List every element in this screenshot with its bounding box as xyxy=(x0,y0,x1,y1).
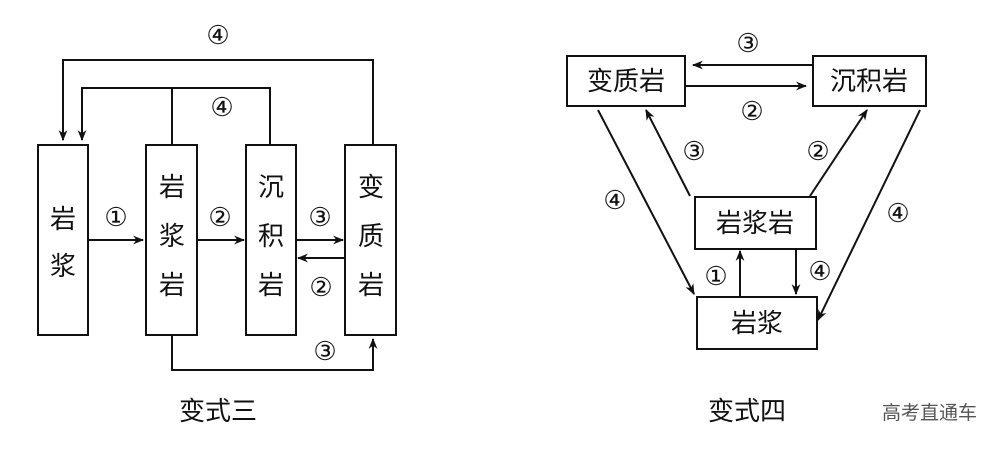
arrow-4-inner xyxy=(82,87,271,145)
diagram-3: 岩 浆 岩 浆 岩 沉 积 岩 变 质 岩 ④ ④ ① ② ③ ② ③ 变式三 xyxy=(37,21,397,427)
watermark: 高考直通车 xyxy=(881,402,977,424)
box-igneous xyxy=(145,144,198,336)
arrow-4-outer xyxy=(58,59,374,145)
caption-4: 变式四 xyxy=(708,397,786,427)
label-2: ② xyxy=(208,203,231,233)
label-3-bottom: ③ xyxy=(313,337,336,367)
igneous-char-1: 岩 xyxy=(159,173,185,203)
box-magma-4 xyxy=(696,296,818,350)
magma-char-1: 岩 xyxy=(50,205,76,235)
label-2-mid: ② xyxy=(740,97,763,127)
caption-3: 变式三 xyxy=(179,397,257,427)
metamorphic-char-3: 岩 xyxy=(358,271,384,301)
arrow-3-bottom xyxy=(171,335,378,371)
box-metamorphic xyxy=(344,144,397,336)
arrow-4-right xyxy=(817,109,921,321)
igneous-char-2: 浆 xyxy=(159,222,185,252)
box-igneous-4 xyxy=(694,196,817,250)
label-4-outer: ④ xyxy=(206,21,229,51)
sedimentary-label-4: 沉积岩 xyxy=(830,67,908,97)
label-1-up: ① xyxy=(704,262,727,292)
label-2-right: ② xyxy=(806,137,829,167)
igneous-label-4: 岩浆岩 xyxy=(716,209,794,239)
metamorphic-char-2: 质 xyxy=(358,222,384,252)
igneous-char-3: 岩 xyxy=(159,271,185,301)
sedimentary-char-2: 积 xyxy=(258,222,284,252)
label-3-top: ③ xyxy=(736,29,759,59)
box-sedimentary-4 xyxy=(812,55,927,107)
label-1: ① xyxy=(104,203,127,233)
sedimentary-char-3: 岩 xyxy=(258,271,284,301)
diagram-4: 变质岩 沉积岩 岩浆岩 岩浆 ③ ② ③ ② ④ ④ ① ④ 变式四 xyxy=(566,29,927,427)
box-sedimentary xyxy=(245,144,297,336)
label-4-down: ④ xyxy=(808,257,831,287)
label-4-inner: ④ xyxy=(210,93,233,123)
arrow-3-left xyxy=(645,109,691,197)
label-3-left: ③ xyxy=(682,137,705,167)
metamorphic-label-4: 变质岩 xyxy=(587,67,665,97)
label-4-left: ④ xyxy=(603,186,626,216)
label-3: ③ xyxy=(308,203,331,233)
magma-char-2: 浆 xyxy=(50,252,76,282)
box-magma xyxy=(37,144,89,336)
label-2-back: ② xyxy=(309,273,332,303)
label-4-right: ④ xyxy=(886,199,909,229)
metamorphic-char-1: 变 xyxy=(358,173,384,203)
arrow-2-right xyxy=(809,109,868,197)
box-metamorphic-4 xyxy=(566,55,686,107)
magma-label-4: 岩浆 xyxy=(731,309,783,339)
arrow-4-left xyxy=(597,109,695,295)
sedimentary-char-1: 沉 xyxy=(258,173,284,203)
